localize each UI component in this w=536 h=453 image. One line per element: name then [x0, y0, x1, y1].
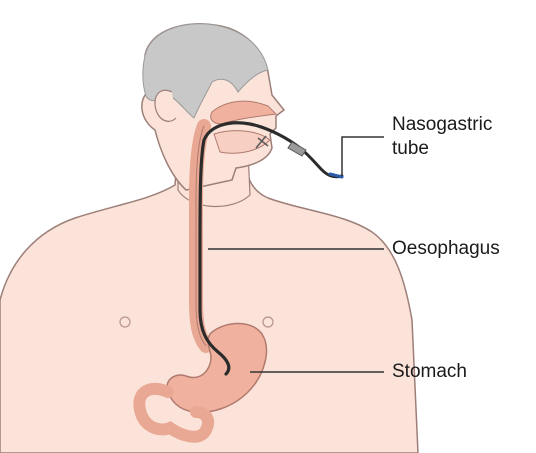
nasal-cavity: [210, 100, 278, 125]
label-nasogastric-line2: tube: [392, 138, 429, 159]
tube-external-segment: [298, 146, 344, 179]
right-nipple: [262, 316, 274, 328]
nose-tape: [255, 135, 269, 149]
nasogastric-tube-path: [198, 121, 302, 376]
left-nipple: [119, 316, 131, 328]
label-nasogastric-line1: Nasogastric: [392, 114, 493, 135]
ear: [154, 89, 177, 122]
label-oesophagus: Oesophagus: [392, 238, 500, 259]
hair: [142, 23, 269, 119]
label-nasogastric-tube: Nasogastric tube: [392, 113, 492, 161]
oesophagus-outline: [195, 125, 207, 347]
label-stomach: Stomach: [392, 361, 467, 382]
tube-connector: [287, 141, 307, 157]
stomach-organ: [166, 322, 268, 414]
intestine: [133, 382, 215, 443]
tube-blue-tip: [328, 172, 344, 179]
leader-line-tube: [341, 136, 384, 176]
